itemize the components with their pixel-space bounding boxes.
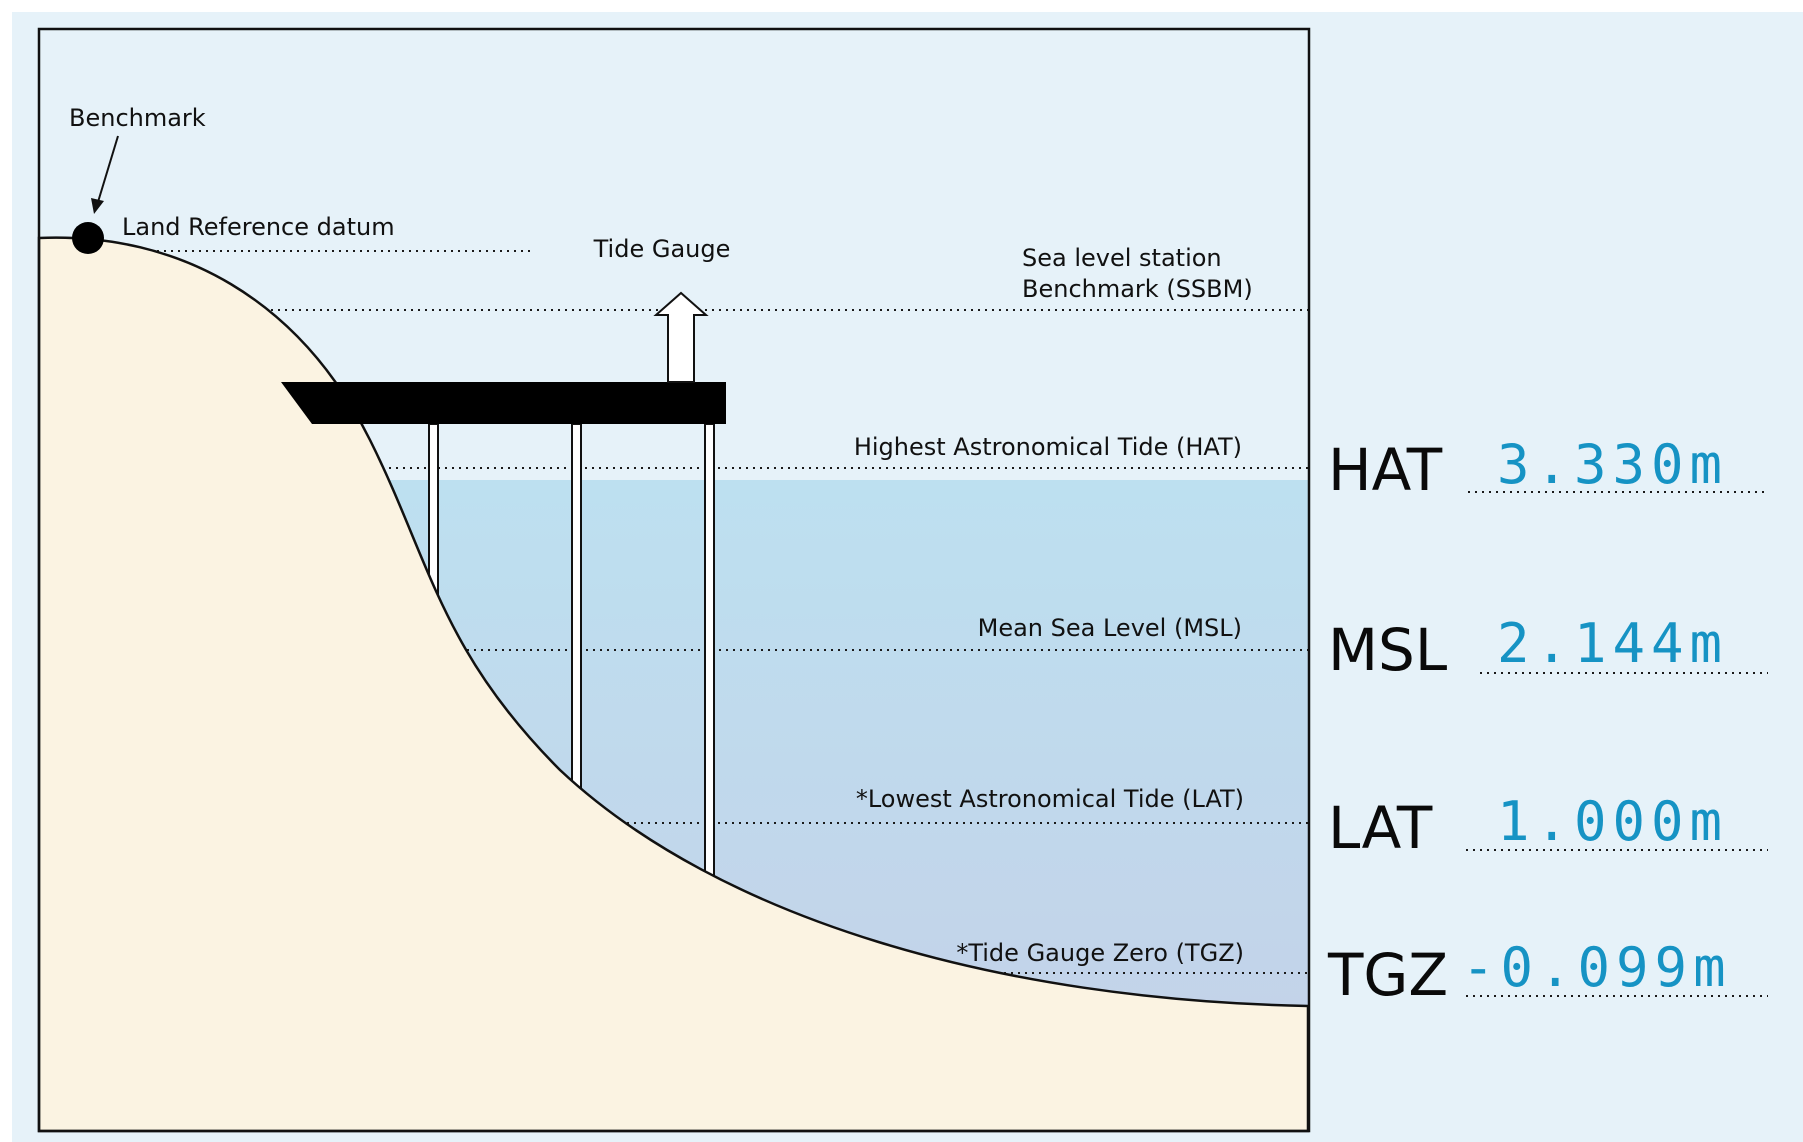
lat-code: LAT [1328, 794, 1433, 862]
lat-full-label: *Lowest Astronomical Tide (LAT) [856, 785, 1244, 813]
benchmark-label: Benchmark [69, 104, 206, 132]
msl-full-label: Mean Sea Level (MSL) [978, 614, 1242, 642]
benchmark-marker [72, 222, 104, 254]
tide-gauge-arrow [653, 291, 709, 383]
reference-lines [122, 250, 1308, 974]
pier-deck [281, 382, 726, 424]
msl-value: 2.144m [1497, 612, 1728, 675]
hat-code: HAT [1328, 436, 1443, 504]
lat-value: 1.000m [1497, 790, 1728, 853]
pier-pile-3 [704, 423, 715, 901]
level-readouts: HAT 3.330m MSL 2.144m LAT 1.000m TGZ -0.… [1327, 433, 1768, 1009]
tgz-full-label: *Tide Gauge Zero (TGZ) [956, 939, 1244, 967]
ssbm-label-line1: Sea level station [1022, 244, 1222, 272]
land-reference-label: Land Reference datum [122, 213, 395, 241]
pier-pile-2 [571, 423, 582, 825]
tgz-code: TGZ [1327, 941, 1448, 1009]
msl-code: MSL [1328, 616, 1447, 684]
benchmark-pointer-head [91, 198, 104, 214]
tgz-value: -0.099m [1462, 936, 1732, 999]
diagram-frame [37, 27, 1311, 1133]
hat-value: 3.330m [1497, 433, 1728, 496]
water-waves [300, 482, 1308, 491]
tide-gauge-label: Tide Gauge [593, 235, 731, 263]
ssbm-label-line2: Benchmark (SSBM) [1022, 275, 1253, 303]
benchmark-pointer [97, 135, 119, 203]
hat-full-label: Highest Astronomical Tide (HAT) [854, 433, 1242, 461]
land-hill [37, 236, 1310, 1133]
